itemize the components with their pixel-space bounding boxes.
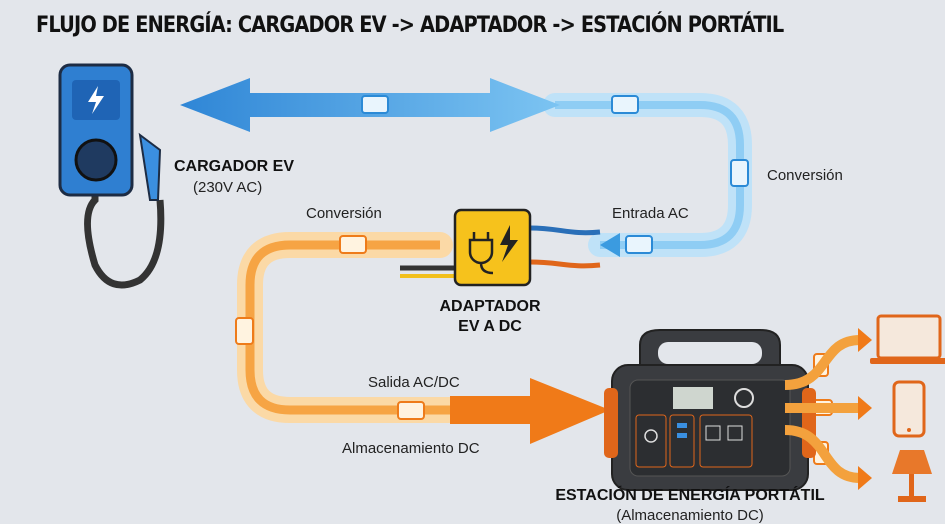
- ev-charger-icon: [58, 63, 165, 289]
- charger-name: CARGADOR EV: [174, 158, 295, 175]
- power-station-icon: [604, 329, 816, 491]
- output-arrows: [784, 335, 861, 483]
- adapter-label-line2: EV A DC: [458, 318, 522, 335]
- station-name: ESTACIÓN DE ENERGÍA PORTÁTIL: [555, 487, 825, 504]
- conversion-orange-label: Conversión: [306, 205, 382, 222]
- page-title: FLUJO DE ENERGÍA: CARGADOR EV -> ADAPTAD…: [36, 12, 784, 38]
- charger-spec: (230V AC): [193, 179, 263, 196]
- conversion-blue-label: Conversión: [767, 167, 843, 184]
- orange-big-arrow: [450, 378, 610, 444]
- lamp-icon: [892, 450, 932, 502]
- phone-icon: [892, 380, 926, 438]
- output-acdc-label: Salida AC/DC: [368, 374, 460, 391]
- input-ac-label: Entrada AC: [612, 205, 689, 222]
- battery-bolt-icon: [361, 95, 749, 254]
- storage-dc-label: Almacenamiento DC: [342, 440, 480, 457]
- station-subtitle: (Almacenamiento DC): [616, 507, 764, 524]
- output-arrowheads: [858, 328, 872, 490]
- laptop-icon: [870, 314, 945, 364]
- plug-adapter-icon: [400, 208, 601, 287]
- adapter-label-line1: ADAPTADOR: [439, 298, 541, 315]
